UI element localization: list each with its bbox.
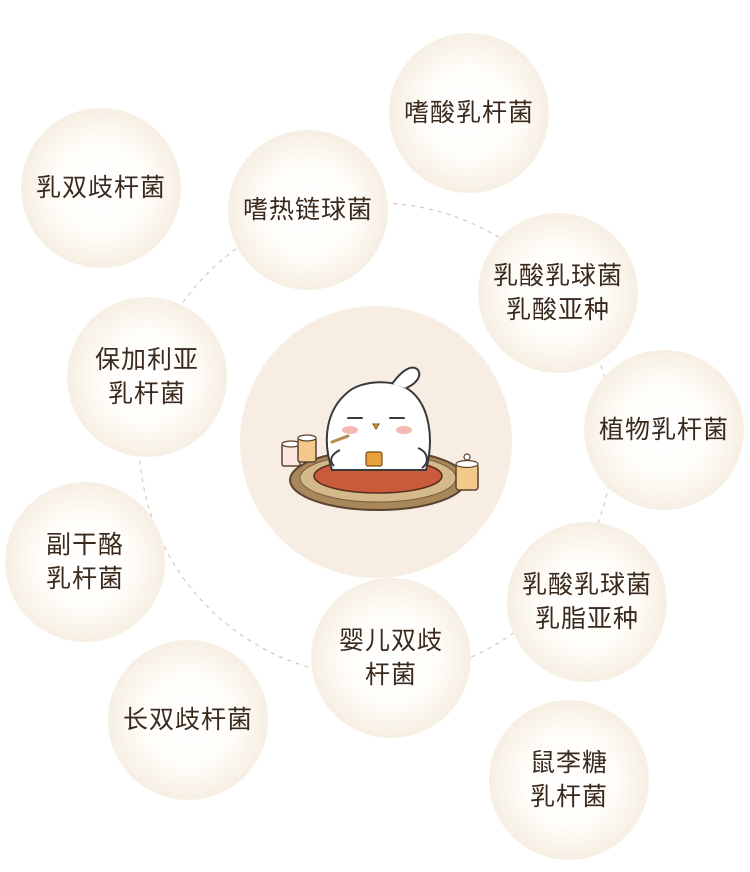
bubble-label: 乳酸乳球菌 乳酸亚种 [492, 261, 623, 324]
bubble-plantarum: 植物乳杆菌 [584, 350, 744, 510]
bubble-longum: 长双歧杆菌 [108, 640, 268, 800]
bubble-bulgaricus: 保加利亚 乳杆菌 [67, 297, 227, 457]
bubble-rhamnosus: 鼠李糖 乳杆菌 [489, 700, 649, 860]
bubble-label: 副干酪 乳杆菌 [45, 530, 124, 593]
mascot-eating-yogurt-icon [281, 366, 479, 511]
bubble-label: 鼠李糖 乳杆菌 [529, 748, 608, 811]
bubble-label: 植物乳杆菌 [598, 415, 729, 444]
bubble-paracasei: 副干酪 乳杆菌 [5, 482, 165, 642]
bubble-label: 嗜酸乳杆菌 [403, 98, 534, 127]
bubble-label: 乳双歧杆菌 [35, 173, 166, 202]
bubble-label: 长双歧杆菌 [122, 705, 253, 734]
bubble-lactis: 乳酸乳球菌 乳酸亚种 [478, 213, 638, 373]
bubble-bifidum: 乳双歧杆菌 [21, 108, 181, 268]
bubble-thermophilus: 嗜热链球菌 [228, 130, 388, 290]
bubble-infantis: 婴儿双歧 杆菌 [311, 578, 471, 738]
bubble-cremoris: 乳酸乳球菌 乳脂亚种 [507, 522, 667, 682]
bubble-label: 嗜热链球菌 [242, 195, 373, 224]
bubble-label: 婴儿双歧 杆菌 [338, 626, 443, 689]
bubble-label: 保加利亚 乳杆菌 [94, 345, 199, 408]
bubble-acidophilus: 嗜酸乳杆菌 [389, 33, 549, 193]
bubble-label: 乳酸乳球菌 乳脂亚种 [521, 570, 652, 633]
